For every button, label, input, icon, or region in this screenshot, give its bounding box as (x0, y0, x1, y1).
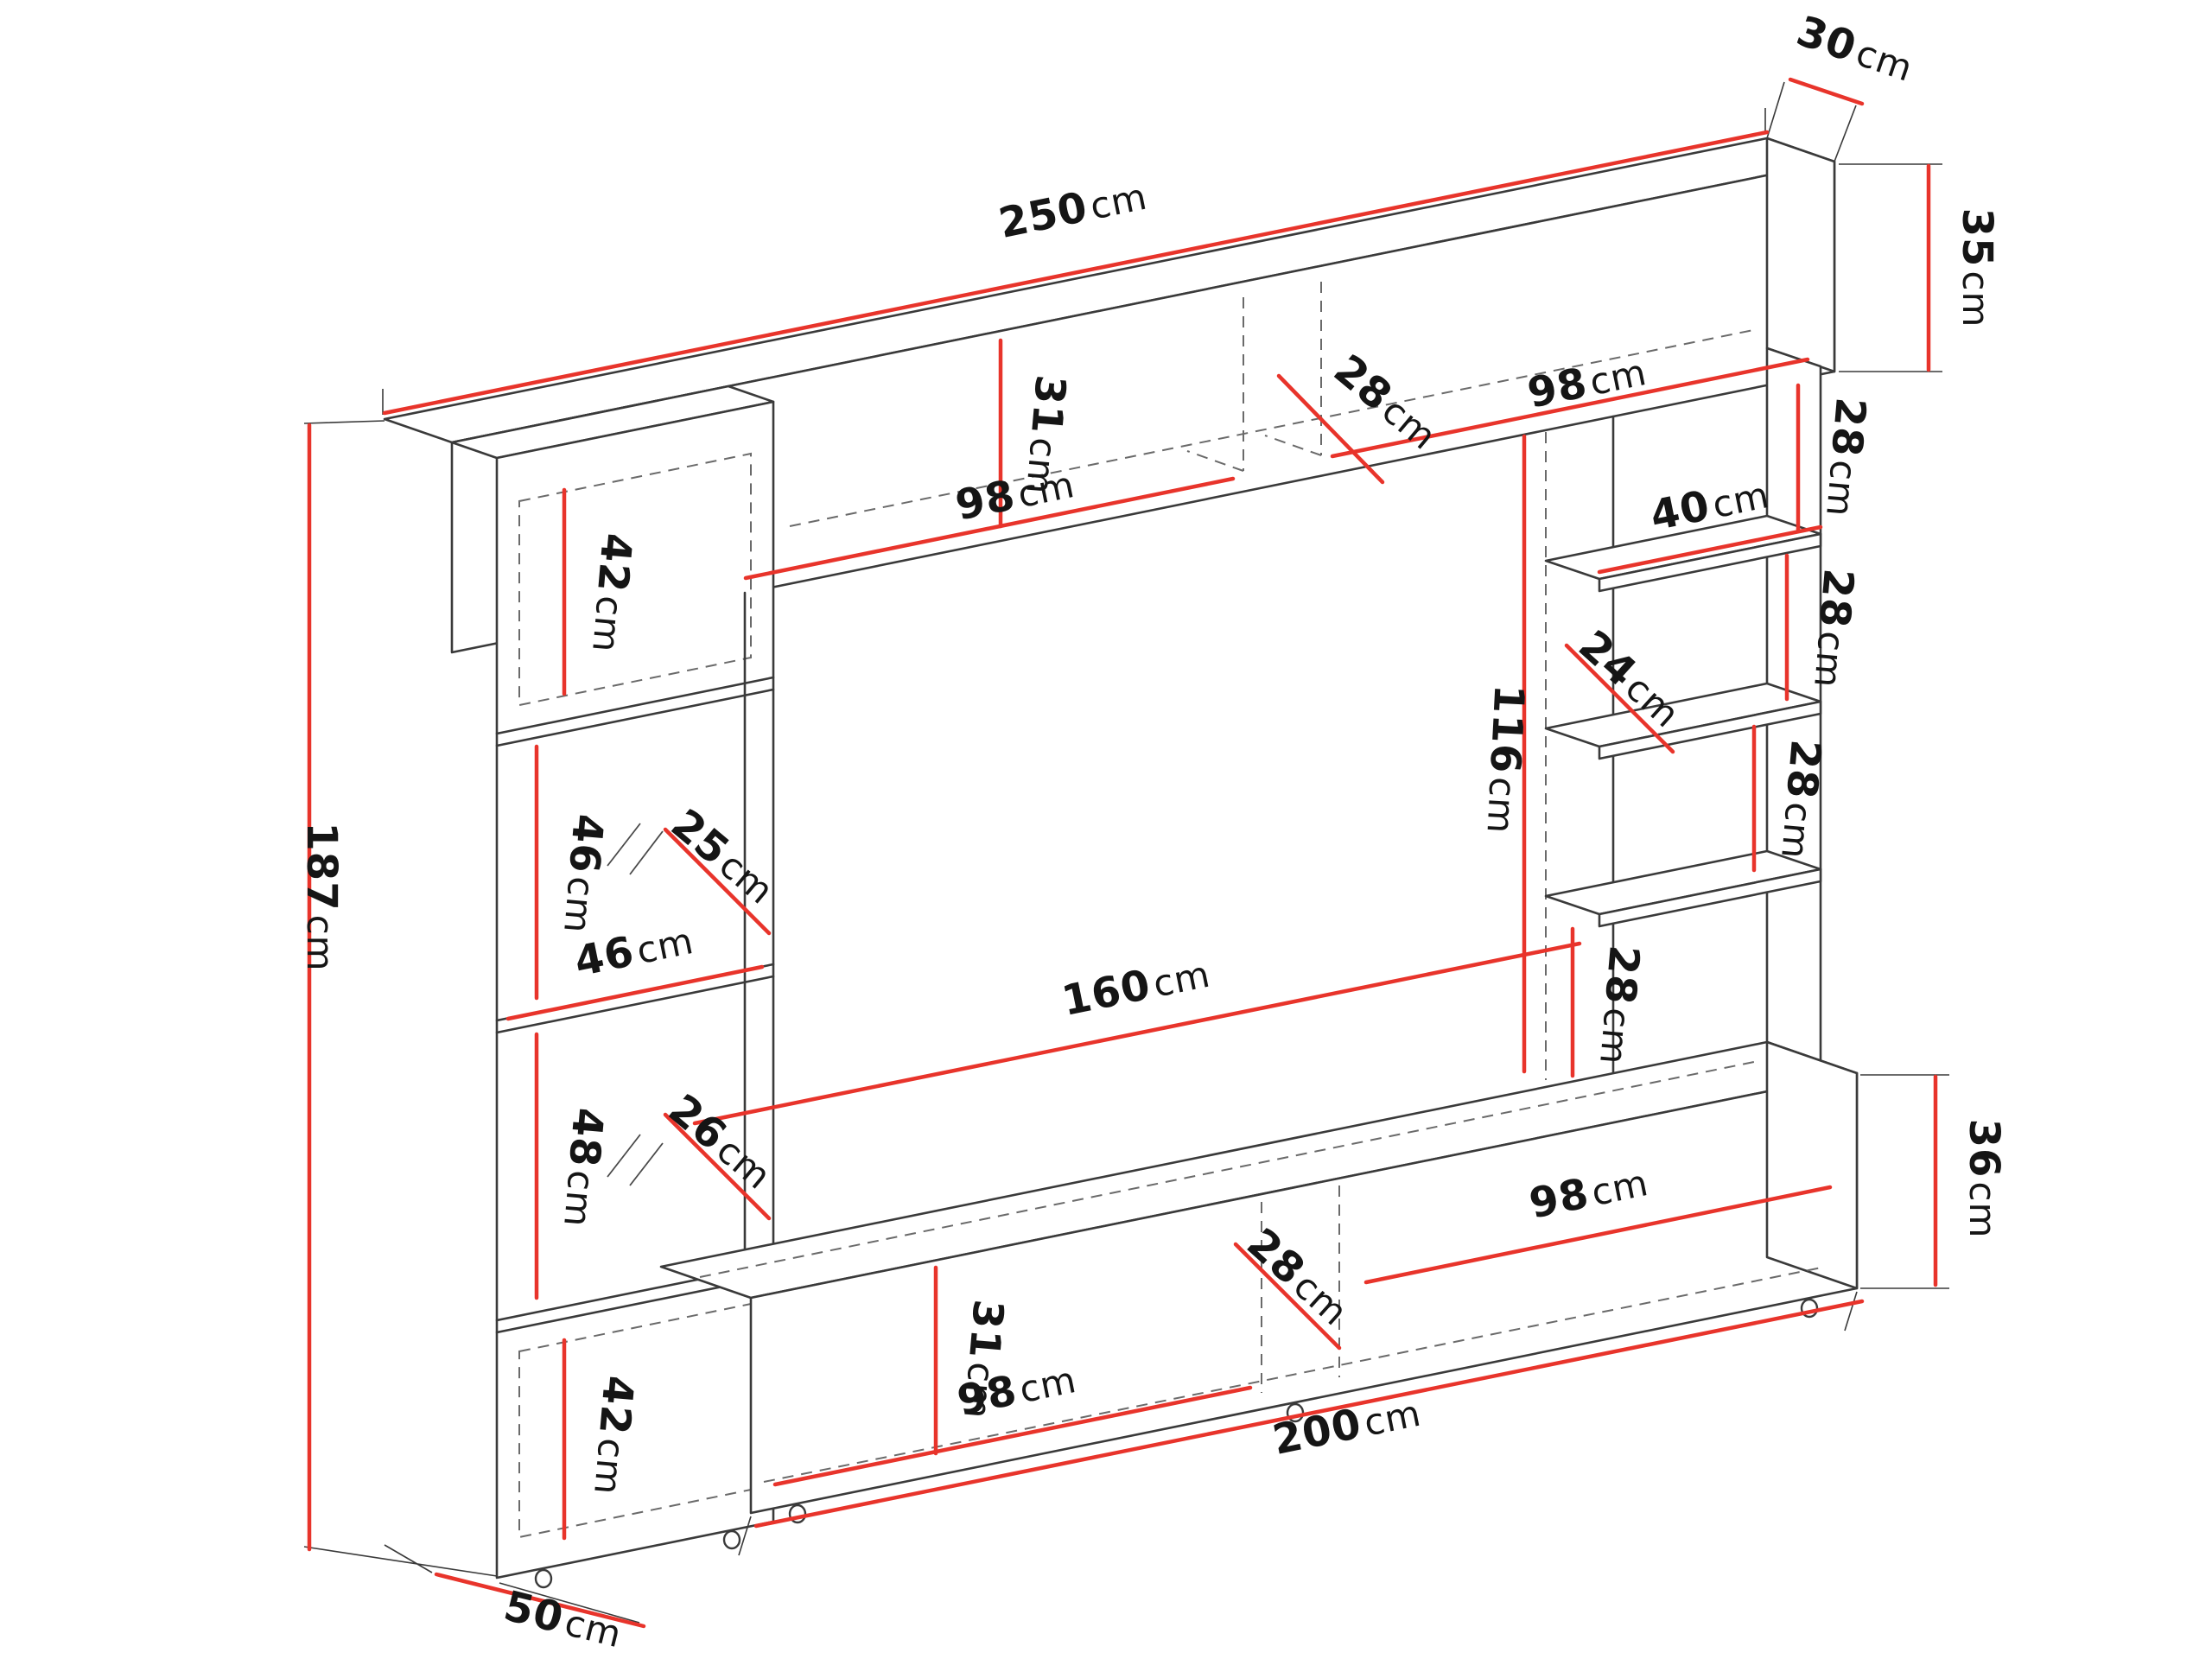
right-shelf-2-front (1598, 700, 1822, 760)
dimension-label-stand-height: 36cm (1960, 1119, 2008, 1239)
top-cabinet-hidden-edges (789, 282, 1758, 527)
dimension-label-stand-interior-height: 31cm (954, 1298, 1013, 1421)
dim-line-left-interior-width (505, 964, 765, 1021)
dimension-label-right-gap-4: 28cm (1590, 944, 1649, 1067)
dimension-label-tv-opening-height: 116cm (1477, 683, 1533, 836)
dimension-extension-lines (303, 81, 1949, 1624)
dimension-label-stand-right-compartment: 98cm (1525, 1157, 1652, 1229)
dimension-label-left-bottom-compartment: 42cm (584, 1374, 643, 1497)
right-shelf-1-front (1598, 532, 1822, 593)
dim-line-stand-width (753, 1299, 1865, 1529)
tv-stand (659, 1040, 1859, 1515)
dim-line-side-depth (434, 1572, 646, 1629)
dim-line-top-right-compartment (1330, 357, 1810, 459)
dim-line-left-shelf-depth-upper (663, 827, 772, 936)
dimension-label-stand-left-compartment: 98cm (953, 1354, 1080, 1426)
dimension-label-top-interior-height: 31cm (1016, 373, 1075, 497)
dimension-labels: 250cm 30cm 35cm 28cm 98cm 31cm 98cm 42cm… (297, 7, 2008, 1656)
dim-line-left-shelf-depth-lower (663, 1112, 772, 1221)
dimension-label-left-lower-compartment: 48cm (554, 1106, 613, 1230)
dimension-label-total-height: 187cm (297, 822, 346, 971)
dimension-label-right-gap-3: 28cm (1771, 738, 1830, 861)
dimension-lines (307, 77, 1938, 1629)
dim-line-top-depth (1788, 77, 1865, 106)
dim-line-right-shelf-depth (1564, 643, 1675, 754)
dim-line-stand-left-compartment (772, 1385, 1253, 1487)
dimension-label-right-shelf-width: 40cm (1646, 469, 1773, 541)
dimension-label-top-left-compartment: 98cm (951, 459, 1078, 531)
dimension-label-left-middle-compartment: 46cm (554, 812, 613, 936)
right-shelf-3-front (1598, 868, 1822, 928)
top-cabinet-interior (789, 282, 1758, 527)
dimension-label-right-gap-1: 28cm (1816, 396, 1875, 519)
foot (534, 1568, 553, 1589)
glass-door-marks (607, 823, 664, 1186)
dim-line-stand-right-compartment (1363, 1185, 1833, 1285)
foot (722, 1529, 741, 1550)
dimension-label-top-height: 35cm (1953, 208, 2001, 328)
dimension-label-total-width: 250cm (995, 171, 1151, 248)
dim-line-right-shelf-width (1597, 524, 1823, 575)
dim-line-tv-opening-width (692, 941, 1582, 1126)
dim-line-total-width (382, 130, 1770, 416)
dim-line-top-middle-compartment (1276, 373, 1385, 485)
dimension-label-left-top-compartment: 42cm (582, 531, 641, 655)
tv-stand-hidden-edges (699, 1061, 1827, 1483)
dim-line-top-left-compartment (743, 476, 1236, 581)
right-shelf-unit (1544, 346, 1822, 1063)
tv-stand-right-face (1765, 1040, 1859, 1290)
dimension-label-right-gap-2: 28cm (1804, 567, 1863, 690)
dim-line-stand-middle-compartment (1233, 1242, 1342, 1351)
top-cabinet-right-face (1765, 137, 1836, 373)
